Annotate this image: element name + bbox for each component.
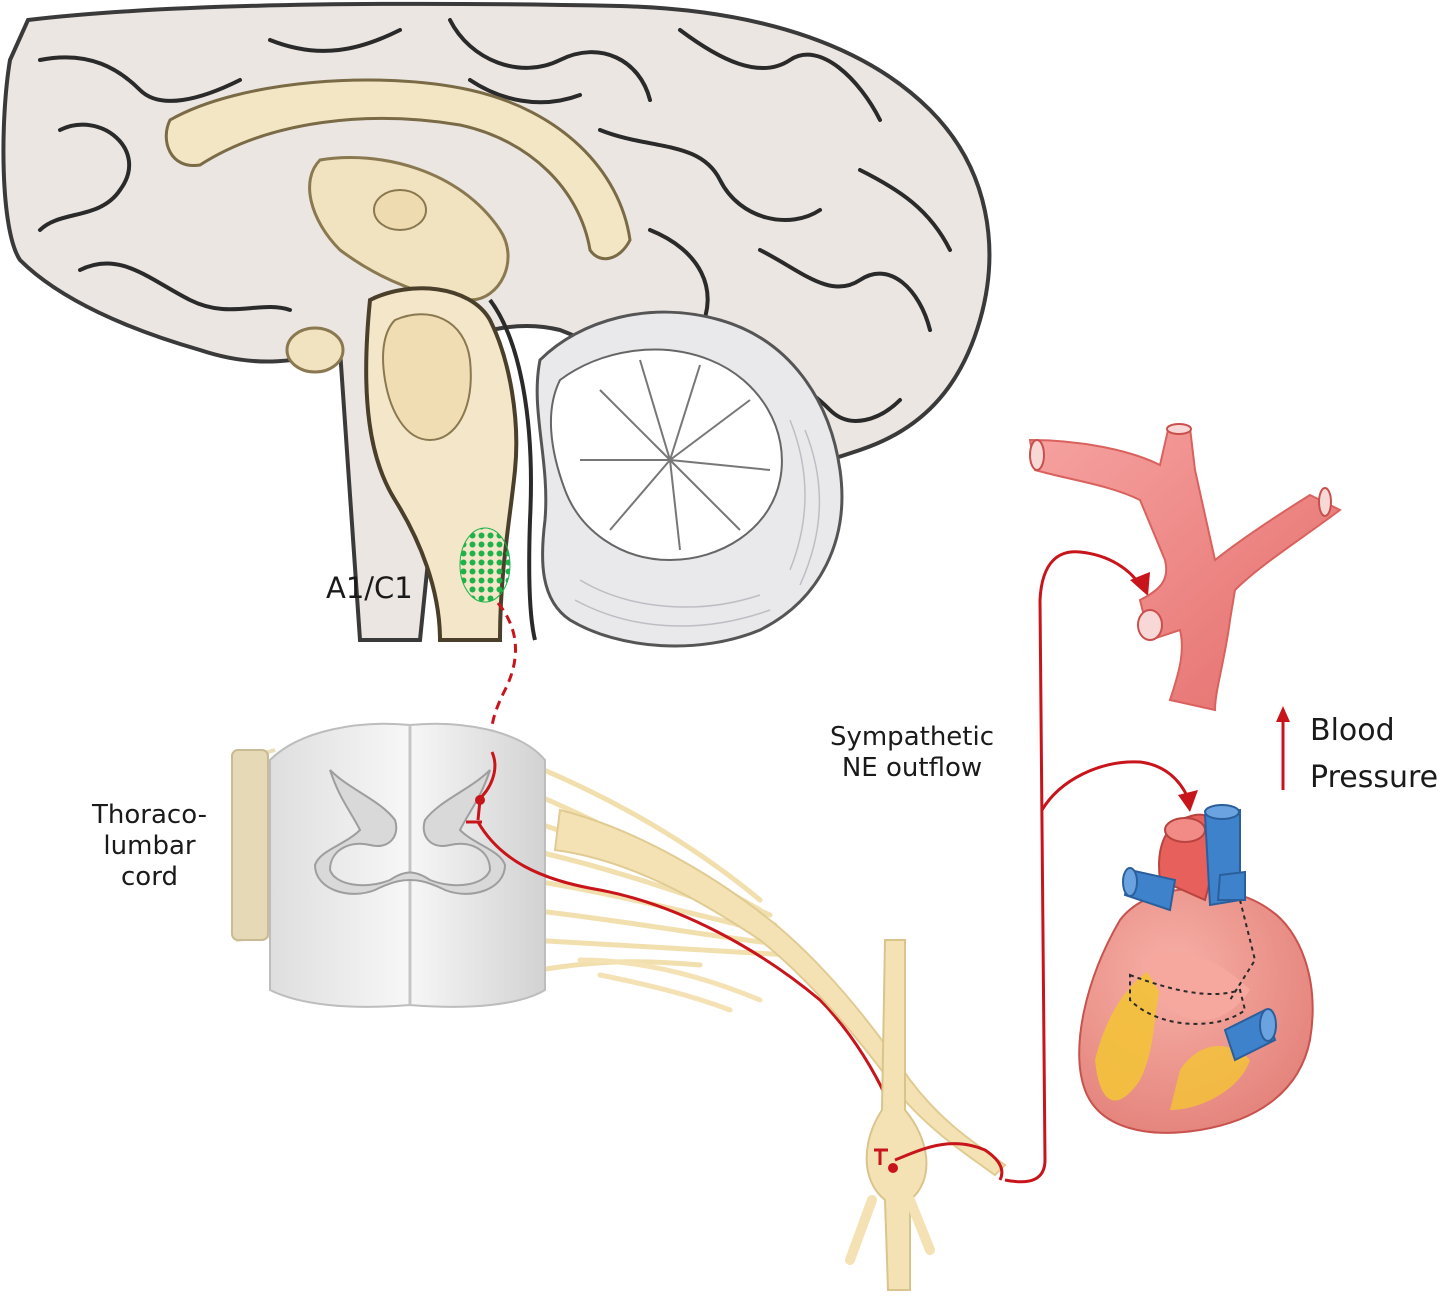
bp-label-line2: Pressure — [1310, 759, 1439, 795]
cord-label-line1: Thoraco- — [92, 800, 207, 830]
blood-pressure-label: Blood Pressure — [1310, 708, 1438, 801]
arrowhead-heart — [1178, 790, 1198, 812]
brain-sagittal — [1, 1, 992, 648]
thoracolumbar-cord-label: Thoraco- lumbar cord — [82, 800, 217, 894]
bulbospinal-pathway — [490, 602, 517, 741]
cerebellum — [535, 310, 844, 648]
hypothalamus — [285, 326, 345, 374]
up-arrow-icon — [1276, 706, 1290, 790]
outflow-label-line2: NE outflow — [841, 753, 983, 784]
blood-vessel — [1028, 423, 1342, 712]
arrowhead-vessel — [1130, 572, 1150, 596]
a1-c1-nucleus — [459, 527, 511, 603]
heart — [1078, 804, 1314, 1134]
mammillary-body — [373, 189, 427, 231]
spinal-nerve — [553, 808, 1007, 1177]
preganglionic-fiber — [466, 751, 907, 1161]
a1-c1-label: A1/C1 — [326, 571, 413, 605]
pons — [382, 313, 472, 442]
ne-outflow-pathway — [1004, 550, 1190, 1184]
cord-label-line3: cord — [121, 862, 178, 893]
bp-label-line1: Blood — [1310, 713, 1395, 748]
sympathetic-ganglion — [845, 939, 1004, 1291]
sympathetic-outflow-label: Sympathetic NE outflow — [812, 722, 1012, 784]
spinal-cord-segment — [231, 722, 907, 1161]
grey-matter — [313, 769, 507, 895]
cord-label-line2: lumbar — [103, 831, 196, 862]
outflow-label-line1: Sympathetic — [829, 722, 995, 752]
corpus-callosum — [164, 78, 632, 261]
postganglionic-fiber — [874, 1142, 1004, 1181]
